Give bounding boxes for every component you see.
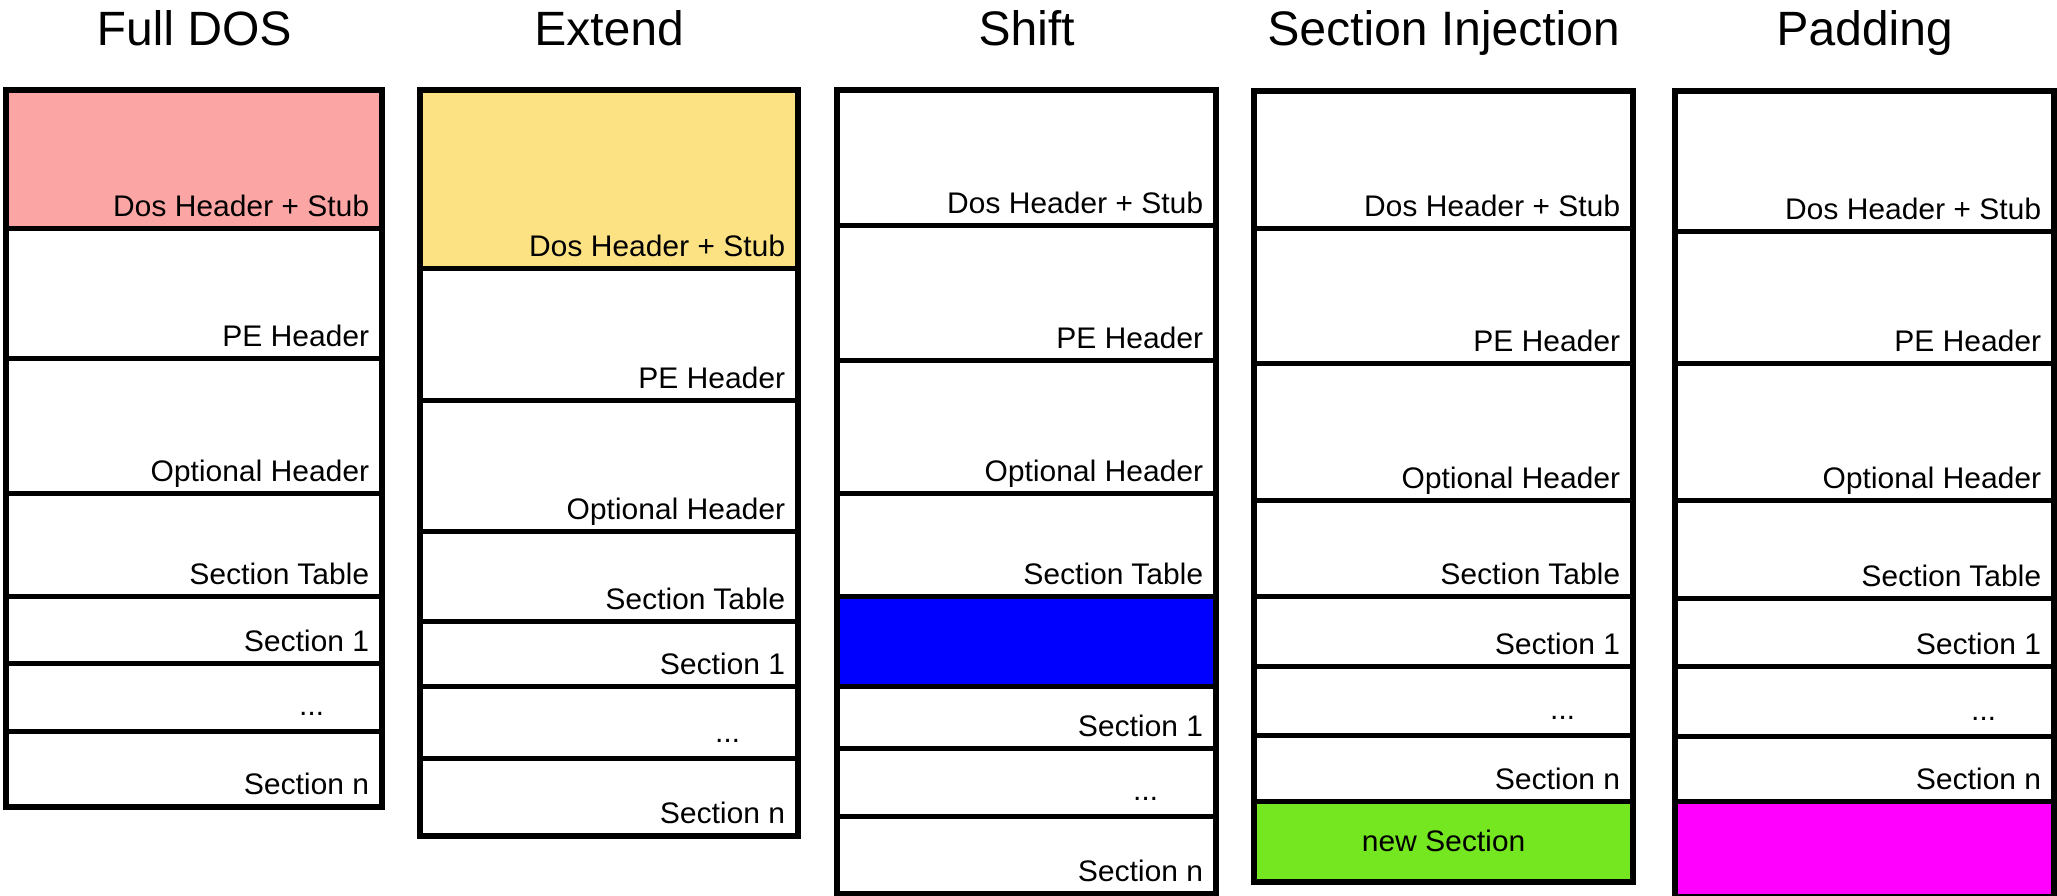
row-section-table: Section Table <box>9 496 379 599</box>
row-label: Dos Header + Stub <box>1364 190 1620 223</box>
row-label: Optional Header <box>1822 462 2041 495</box>
row-label: ... <box>1970 694 1996 727</box>
row-filled: ... <box>423 689 795 761</box>
row-label: Section n <box>1915 763 2041 796</box>
column-title-full-dos: Full DOS <box>96 3 292 56</box>
column-title-shift: Shift <box>978 3 1075 56</box>
row-label: PE Header <box>1056 322 1203 355</box>
row-filled <box>1678 804 2051 894</box>
row-label: Optional Header <box>566 493 785 526</box>
row-section-n: Section n <box>9 734 379 804</box>
row-label: PE Header <box>1473 325 1620 358</box>
row-filled: ... <box>9 666 379 734</box>
row-label: Section Table <box>1440 558 1620 591</box>
row-label: ... <box>1549 693 1575 726</box>
row-pe-header: PE Header <box>1678 234 2051 366</box>
row-section-1: Section 1 <box>423 624 795 689</box>
row-label: Optional Header <box>984 455 1203 488</box>
row-label: Section Table <box>605 583 785 616</box>
row-section-n: Section n <box>423 761 795 833</box>
row-label: Section 1 <box>1915 628 2041 661</box>
row-filled: ... <box>1678 669 2051 739</box>
row-label: Section n <box>1494 763 1620 796</box>
row-label: Optional Header <box>1401 462 1620 495</box>
row-dos-header-stub: Dos Header + Stub <box>1678 94 2051 234</box>
row-section-n: Section n <box>1678 739 2051 804</box>
row-pe-header: PE Header <box>1257 231 1630 366</box>
row-label: Section Table <box>189 558 369 591</box>
row-optional-header: Optional Header <box>9 361 379 496</box>
row-label: Dos Header + Stub <box>947 187 1203 220</box>
row-label: Dos Header + Stub <box>1785 193 2041 226</box>
row-new-section: new Section <box>1257 804 1630 879</box>
row-label: Section Table <box>1023 558 1203 591</box>
row-filled <box>840 599 1213 689</box>
row-dos-header-stub: Dos Header + Stub <box>423 93 795 271</box>
row-pe-header: PE Header <box>840 228 1213 363</box>
row-section-1: Section 1 <box>840 689 1213 751</box>
row-filled: ... <box>1257 669 1630 738</box>
row-dos-header-stub: Dos Header + Stub <box>1257 94 1630 231</box>
row-label: Section n <box>243 768 369 801</box>
row-label: ... <box>1132 774 1158 807</box>
row-section-n: Section n <box>1257 738 1630 804</box>
row-label: Dos Header + Stub <box>113 190 369 223</box>
row-optional-header: Optional Header <box>423 403 795 534</box>
row-label: PE Header <box>638 362 785 395</box>
row-label: Section n <box>659 797 785 830</box>
row-section-table: Section Table <box>1678 503 2051 601</box>
row-optional-header: Optional Header <box>1678 366 2051 503</box>
row-optional-header: Optional Header <box>1257 366 1630 503</box>
row-section-n: Section n <box>840 819 1213 891</box>
row-label: ... <box>298 689 324 722</box>
row-label: Section 1 <box>659 648 785 681</box>
row-label: Section 1 <box>243 625 369 658</box>
column-title-section-injection: Section Injection <box>1267 3 1620 56</box>
row-label: PE Header <box>222 320 369 353</box>
row-label: Section 1 <box>1077 710 1203 743</box>
row-section-1: Section 1 <box>1678 601 2051 669</box>
row-label: Optional Header <box>150 455 369 488</box>
row-section-1: Section 1 <box>1257 599 1630 669</box>
row-label: ... <box>714 716 740 749</box>
row-label: Section 1 <box>1494 628 1620 661</box>
row-optional-header: Optional Header <box>840 363 1213 496</box>
row-label: Section Table <box>1861 560 2041 593</box>
row-section-1: Section 1 <box>9 599 379 666</box>
row-section-table: Section Table <box>840 496 1213 599</box>
column-title-extend: Extend <box>534 3 684 56</box>
row-pe-header: PE Header <box>423 271 795 403</box>
row-pe-header: PE Header <box>9 231 379 361</box>
row-section-table: Section Table <box>423 534 795 624</box>
column-title-padding: Padding <box>1776 3 1953 56</box>
row-section-table: Section Table <box>1257 503 1630 599</box>
row-label: new Section <box>1361 824 1526 858</box>
row-label: Dos Header + Stub <box>529 230 785 263</box>
row-dos-header-stub: Dos Header + Stub <box>840 93 1213 228</box>
row-label: PE Header <box>1894 325 2041 358</box>
row-filled: ... <box>840 751 1213 819</box>
row-label: Section n <box>1077 855 1203 888</box>
row-dos-header-stub: Dos Header + Stub <box>9 93 379 231</box>
